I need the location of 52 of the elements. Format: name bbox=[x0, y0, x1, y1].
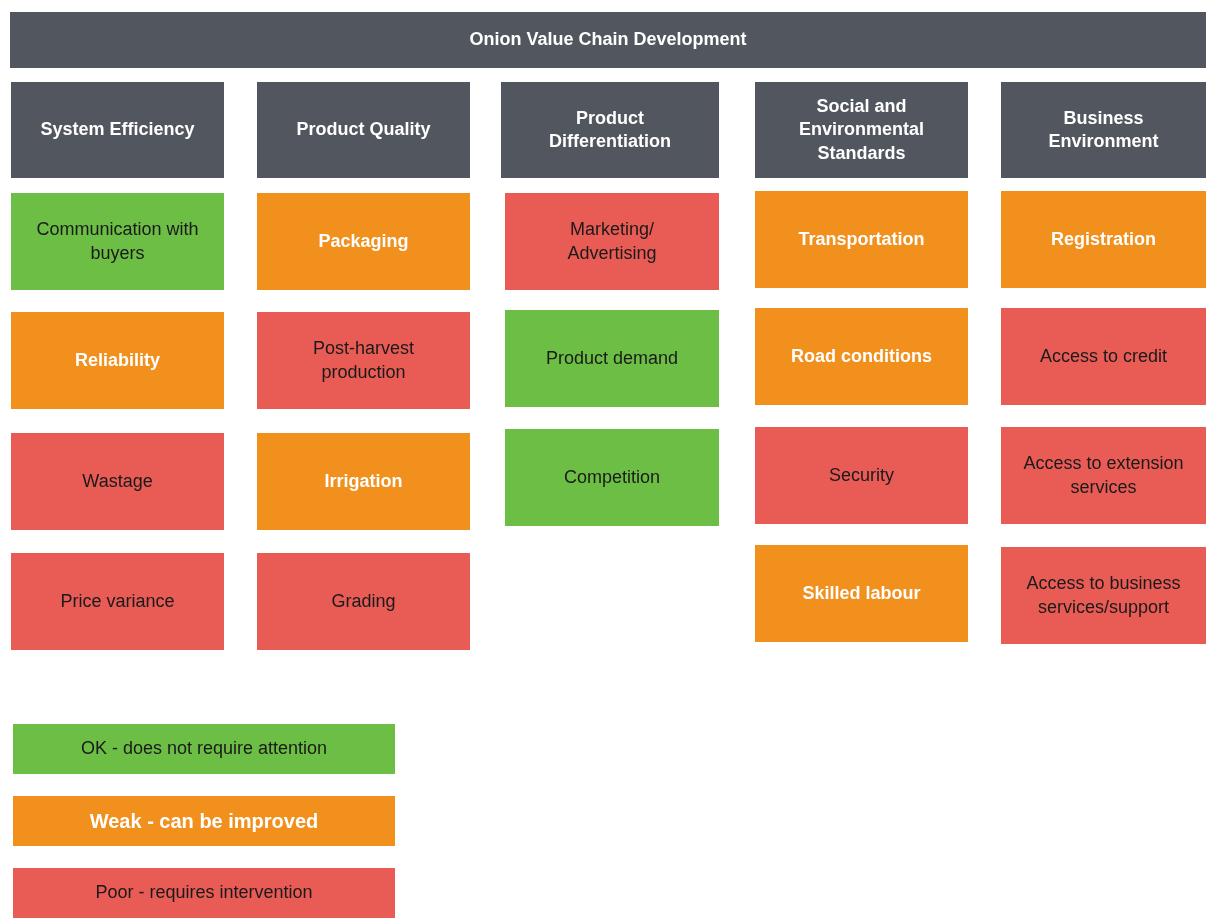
category-header bbox=[257, 82, 470, 178]
category-header bbox=[11, 82, 224, 178]
factor-label: Communication with buyers bbox=[35, 218, 200, 265]
factor-box bbox=[755, 427, 968, 524]
factor-label: Access to extension services bbox=[1022, 452, 1185, 499]
header-text: Product Differentiation bbox=[548, 106, 672, 153]
factor-label: Wastage bbox=[82, 469, 153, 493]
factor-box bbox=[257, 193, 470, 290]
factor-box bbox=[257, 433, 470, 530]
factor-box bbox=[505, 429, 719, 526]
factor-label: Post-harvest production bbox=[311, 337, 415, 384]
header-text: Product Quality bbox=[296, 118, 431, 142]
factor-box bbox=[11, 193, 224, 290]
factor-label: Marketing/ Advertising bbox=[566, 218, 658, 265]
factor-label: Skilled labour bbox=[802, 581, 921, 605]
legend-label: OK - does not require attention bbox=[80, 737, 328, 761]
factor-label: Irrigation bbox=[324, 469, 403, 493]
factor-box bbox=[755, 308, 968, 405]
factor-box bbox=[1001, 427, 1206, 524]
factor-box bbox=[505, 193, 719, 290]
factor-box bbox=[755, 545, 968, 642]
header-text: Business Environment bbox=[1047, 106, 1160, 153]
factor-label: Road conditions bbox=[791, 344, 932, 368]
factor-label: Registration bbox=[1051, 227, 1156, 251]
legend-label: Poor - requires intervention bbox=[95, 881, 313, 905]
header-text: Social and Environmental Standards bbox=[798, 94, 925, 165]
factor-label: Packaging bbox=[318, 229, 409, 253]
factor-label: Reliability bbox=[75, 348, 160, 372]
factor-label: Access to business services/support bbox=[1025, 572, 1182, 619]
factor-label: Product demand bbox=[545, 346, 679, 370]
category-header bbox=[1001, 82, 1206, 178]
factor-label: Competition bbox=[563, 465, 660, 489]
category-header bbox=[501, 82, 719, 178]
category-header bbox=[755, 82, 968, 178]
factor-box bbox=[11, 553, 224, 650]
factor-box bbox=[257, 312, 470, 409]
legend-label: Weak - can be improved bbox=[89, 809, 319, 834]
factor-label: Security bbox=[829, 463, 894, 487]
factor-box bbox=[11, 312, 224, 409]
factor-box bbox=[505, 310, 719, 407]
factor-box bbox=[11, 433, 224, 530]
diagram-title: Onion Value Chain Development bbox=[469, 28, 747, 52]
factor-box bbox=[1001, 547, 1206, 644]
factor-label: Access to credit bbox=[1039, 344, 1167, 368]
factor-box bbox=[1001, 191, 1206, 288]
factor-label: Transportation bbox=[798, 227, 925, 251]
factor-box bbox=[257, 553, 470, 650]
header-text: System Efficiency bbox=[40, 118, 195, 142]
factor-box bbox=[1001, 308, 1206, 405]
factor-label: Price variance bbox=[60, 589, 175, 613]
factor-box bbox=[755, 191, 968, 288]
factor-label: Grading bbox=[331, 589, 396, 613]
